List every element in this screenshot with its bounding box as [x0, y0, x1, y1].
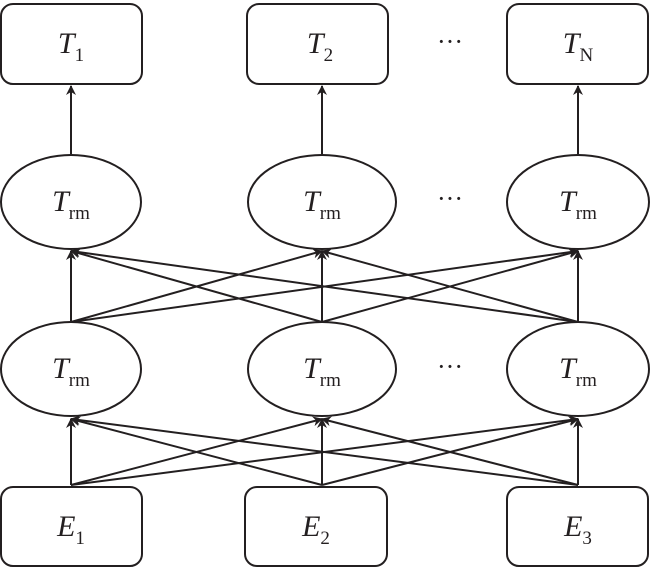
svg-text:Trm: Trm [52, 352, 90, 391]
svg-text:T1: T1 [58, 27, 84, 66]
edge-lower3-upper2 [321, 248, 579, 323]
svg-text:E2: E2 [301, 510, 330, 549]
upper-node-3-sub: rm [576, 203, 597, 224]
output-node-t1: T1 [0, 3, 143, 85]
upper-node-2-main: T [303, 185, 322, 218]
lower-node-3-main: T [559, 352, 578, 385]
output-node-tn-sub: N [579, 45, 593, 66]
input-node-e1: E1 [0, 486, 143, 567]
lower-node-2-main: T [303, 352, 322, 385]
svg-text:Trm: Trm [303, 185, 341, 224]
upper-node-1-sub: rm [69, 203, 90, 224]
edge-e3-lower2 [321, 416, 579, 486]
input-row: E1 E2 E3 [0, 486, 649, 567]
output-node-t2-sub: 2 [324, 45, 334, 66]
upper-layer: Trm Trm Trm ··· [0, 154, 650, 250]
upper-node-3-main: T [559, 185, 578, 218]
lower-layer-ellipsis: ··· [437, 352, 463, 381]
svg-text:T2: T2 [307, 27, 333, 66]
output-node-t2: T2 [246, 3, 389, 85]
upper-node-2: Trm [247, 154, 397, 250]
lower-layer: Trm Trm Trm ··· [0, 321, 650, 417]
svg-text:E1: E1 [56, 510, 85, 549]
edges [66, 85, 583, 486]
input-node-e1-main: E [56, 510, 75, 543]
svg-text:Trm: Trm [52, 185, 90, 224]
svg-text:Trm: Trm [559, 352, 597, 391]
output-node-tn: TN [506, 3, 649, 85]
lower-node-3: Trm [506, 321, 650, 417]
edge-lower2-upper1 [70, 248, 323, 323]
upper-node-1: Trm [0, 154, 142, 250]
edge-e2-lower1 [70, 416, 323, 486]
svg-text:E3: E3 [563, 510, 592, 549]
lower-node-1-main: T [52, 352, 71, 385]
upper-layer-ellipsis: ··· [437, 184, 463, 213]
lower-node-1-sub: rm [69, 370, 90, 391]
output-row-ellipsis: ··· [437, 27, 463, 56]
lower-node-1: Trm [0, 321, 142, 417]
input-node-e2-main: E [301, 510, 320, 543]
upper-node-1-main: T [52, 185, 71, 218]
svg-text:Trm: Trm [559, 185, 597, 224]
output-node-tn-main: T [563, 27, 582, 60]
output-node-t1-main: T [58, 27, 77, 60]
output-node-t2-main: T [307, 27, 326, 60]
upper-node-3: Trm [506, 154, 650, 250]
input-node-e2-sub: 2 [320, 528, 330, 549]
output-node-t1-sub: 1 [75, 45, 85, 66]
svg-text:TN: TN [563, 27, 594, 66]
output-row: T1 T2 TN ··· [0, 3, 649, 85]
input-node-e3: E3 [506, 486, 649, 567]
edge-lower3-upper1 [70, 247, 579, 323]
input-node-e3-sub: 3 [582, 528, 592, 549]
input-node-e1-sub: 1 [75, 528, 85, 549]
input-node-e2: E2 [244, 486, 388, 567]
input-node-e3-main: E [563, 510, 582, 543]
svg-text:Trm: Trm [303, 352, 341, 391]
upper-node-2-sub: rm [320, 203, 341, 224]
lower-node-2-sub: rm [320, 370, 341, 391]
edge-e3-lower1 [70, 415, 579, 486]
lower-node-2: Trm [247, 321, 397, 417]
lower-node-3-sub: rm [576, 370, 597, 391]
